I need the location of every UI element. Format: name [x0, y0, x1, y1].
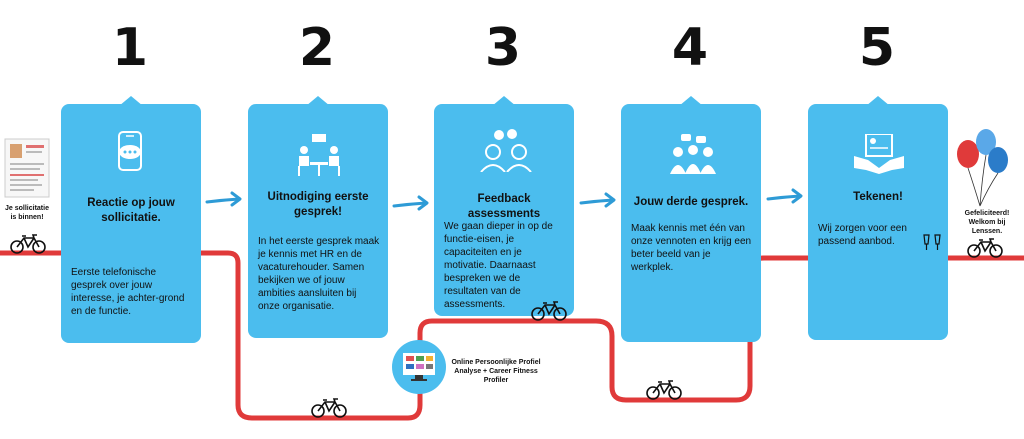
step-title-3: Feedback assessments — [467, 193, 541, 220]
start-label: Je sollicitatie is binnen! — [5, 205, 49, 222]
step-card-4: Jouw derde gesprek. Maak kennis met één … — [621, 96, 761, 342]
step-title-1: Reactie op jouw sollicitatie. — [87, 197, 175, 224]
step-card-3: Feedback assessments We gaan dieper in o… — [434, 96, 574, 316]
conversation-icon — [480, 129, 532, 172]
assessment-label: Online Persoonlijke Profiel Analyse + Ca… — [451, 359, 541, 385]
step-body-4: Maak kennis met één van onze vennoten en… — [631, 223, 752, 273]
arrow-right-icon — [766, 188, 803, 204]
step-number-5: 5 — [858, 18, 896, 78]
end-label: Gefeliciteerd! Welkom bij Lenssen. — [964, 210, 1010, 236]
step-title-2: Uitnodiging eerste gesprek! — [267, 191, 369, 218]
arrow-right-icon — [205, 191, 242, 207]
step-body-5: Wij zorgen voor een passend aanbod. — [818, 223, 907, 247]
step-card-1: Reactie op jouw sollicitatie. Eerste tel… — [61, 96, 201, 343]
group-talk-icon — [670, 134, 716, 174]
step-title-4: Jouw derde gesprek. — [633, 196, 749, 208]
assessment-circle — [392, 340, 446, 394]
step-title-5: Tekenen! — [853, 191, 903, 203]
toast-glasses-icon — [923, 234, 941, 250]
step-body-2: In het eerste gesprek maak je kennis met… — [258, 236, 380, 312]
handshake-contract-icon — [854, 134, 904, 174]
bicycle-icon — [311, 398, 347, 418]
step-body-3: We gaan dieper in op de functie-eisen, j… — [444, 221, 553, 310]
bicycle-icon — [646, 380, 682, 400]
step-card-5: Tekenen! Wij zorgen voor een passend aan… — [808, 96, 948, 340]
step-body-1: Eerste telefonische gesprek over jouw in… — [71, 267, 185, 317]
cv-document-icon — [4, 138, 50, 198]
balloons-icon — [957, 129, 1008, 207]
arrow-right-icon — [579, 192, 616, 208]
meeting-icon — [298, 134, 340, 176]
step-number-4: 4 — [671, 18, 709, 78]
step-number-1: 1 — [111, 18, 149, 78]
computer-icon — [403, 353, 435, 381]
step-number-2: 2 — [298, 18, 336, 78]
step-number-3: 3 — [484, 18, 522, 78]
bicycle-icon — [531, 301, 567, 321]
bicycle-icon — [10, 234, 46, 254]
arrow-right-icon — [392, 195, 429, 211]
bicycle-icon — [967, 238, 1003, 258]
step-card-2: Uitnodiging eerste gesprek! In het eerst… — [248, 96, 388, 338]
phone-chat-icon — [118, 131, 142, 171]
